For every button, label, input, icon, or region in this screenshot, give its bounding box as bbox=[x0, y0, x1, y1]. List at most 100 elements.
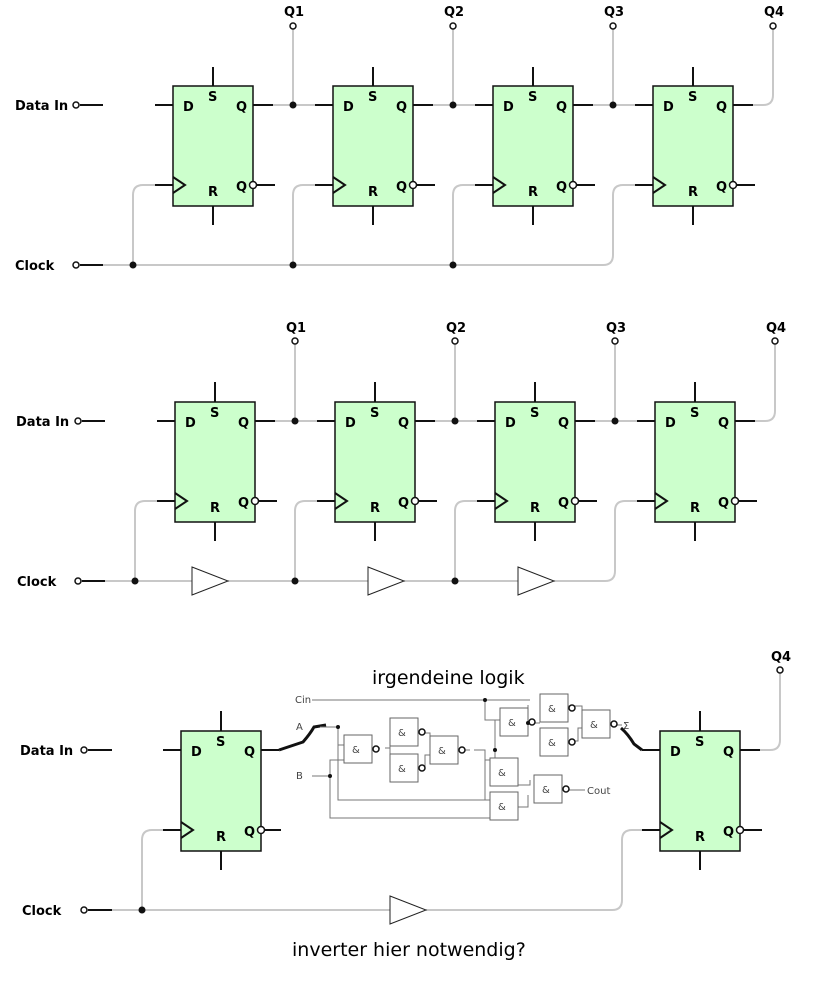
ff-d-label: D bbox=[345, 416, 356, 431]
ff-r-label: R bbox=[368, 185, 378, 200]
output-label: Q4 bbox=[771, 650, 791, 665]
ff-s-label: S bbox=[528, 90, 537, 105]
ff-r-label: R bbox=[370, 501, 380, 516]
adder-logic-block: Cin A B bbox=[295, 693, 629, 821]
row-3-logic-between-flip-flops: D S Q R Q D S Q R Q Data In Clock Q4 Cin… bbox=[20, 650, 791, 961]
ff-s-label: S bbox=[208, 90, 217, 105]
ff-qbar-label: Q bbox=[558, 496, 569, 511]
ff-d-label: D bbox=[191, 745, 202, 760]
ff-r-label: R bbox=[695, 830, 705, 845]
output-label: Q3 bbox=[606, 321, 626, 336]
buffer-symbol bbox=[517, 566, 556, 596]
ff-qbar-label: Q bbox=[718, 496, 729, 511]
clock-label: Clock bbox=[17, 575, 57, 590]
ff-q-label: Q bbox=[716, 100, 727, 115]
and-gate-symbol: & bbox=[542, 785, 550, 796]
ff-r-label: R bbox=[530, 501, 540, 516]
ff-qbar-label: Q bbox=[238, 496, 249, 511]
buffer-symbol bbox=[191, 566, 230, 596]
ff-q-label: Q bbox=[556, 100, 567, 115]
and-gate-symbol: & bbox=[590, 720, 598, 731]
ff-d-label: D bbox=[663, 100, 674, 115]
data-in-label: Data In bbox=[15, 99, 68, 114]
ff-q-label: Q bbox=[718, 416, 729, 431]
ff-s-label: S bbox=[210, 406, 219, 421]
ff-qbar-label: Q bbox=[396, 180, 407, 195]
flip-flop-4 bbox=[652, 85, 734, 207]
ff-qbar-label: Q bbox=[723, 825, 734, 840]
ff-qbar-label: Q bbox=[556, 180, 567, 195]
and-gate-symbol: & bbox=[398, 764, 406, 775]
flip-flop-1 bbox=[172, 85, 254, 207]
output-label: Q2 bbox=[446, 321, 466, 336]
ff-s-label: S bbox=[216, 735, 225, 750]
input-connection bbox=[278, 723, 327, 752]
output-label: Q1 bbox=[286, 321, 306, 336]
ff-q-label: Q bbox=[558, 416, 569, 431]
and-gate-symbol: & bbox=[548, 738, 556, 749]
flip-flop-2 bbox=[332, 85, 414, 207]
and-gate-symbol: & bbox=[548, 704, 556, 715]
ff-s-label: S bbox=[530, 406, 539, 421]
output-label: Q1 bbox=[284, 5, 304, 20]
flip-flop-input bbox=[180, 730, 262, 852]
output-label: Q4 bbox=[764, 5, 784, 20]
ff-q-label: Q bbox=[723, 745, 734, 760]
ff-r-label: R bbox=[528, 185, 538, 200]
ff-d-label: D bbox=[503, 100, 514, 115]
ff-r-label: R bbox=[688, 185, 698, 200]
ff-s-label: S bbox=[368, 90, 377, 105]
ff-qbar-label: Q bbox=[716, 180, 727, 195]
and-gate-symbol: & bbox=[438, 746, 446, 757]
ff-d-label: D bbox=[505, 416, 516, 431]
output-label: Q2 bbox=[444, 5, 464, 20]
ff-s-label: S bbox=[695, 735, 704, 750]
row-1-plain-shift-register: D S Q R Q D S Q R Q D S Q R Q D S Q R Q … bbox=[15, 5, 784, 274]
ff-d-label: D bbox=[670, 745, 681, 760]
ff-q-label: Q bbox=[244, 745, 255, 760]
buffer-symbol bbox=[389, 895, 428, 925]
data-in-label: Data In bbox=[16, 415, 69, 430]
buffer-symbol bbox=[367, 566, 406, 596]
ff-r-label: R bbox=[690, 501, 700, 516]
flip-flop-3 bbox=[494, 401, 576, 523]
logic-title: irgendeine logik bbox=[372, 667, 525, 689]
data-in-label: Data In bbox=[20, 744, 73, 759]
flip-flop-output bbox=[659, 730, 741, 852]
cout-output-label: Cout bbox=[587, 786, 610, 797]
b-input-label: B bbox=[296, 771, 303, 782]
ff-d-label: D bbox=[183, 100, 194, 115]
ff-r-label: R bbox=[208, 185, 218, 200]
flip-flop-2 bbox=[334, 401, 416, 523]
output-label: Q3 bbox=[604, 5, 624, 20]
clock-label: Clock bbox=[15, 259, 55, 274]
and-gate-symbol: & bbox=[498, 802, 506, 813]
output-label: Q4 bbox=[766, 321, 786, 336]
and-gate-symbol: & bbox=[352, 745, 360, 756]
ff-q-label: Q bbox=[396, 100, 407, 115]
clock-label: Clock bbox=[22, 904, 62, 919]
and-gate-symbol: & bbox=[498, 768, 506, 779]
ff-qbar-label: Q bbox=[244, 825, 255, 840]
ff-r-label: R bbox=[216, 830, 226, 845]
and-gate-symbol: & bbox=[508, 718, 516, 729]
flip-flop-4 bbox=[654, 401, 736, 523]
sum-output-label: Σ bbox=[623, 721, 629, 732]
ff-s-label: S bbox=[690, 406, 699, 421]
question-caption: inverter hier notwendig? bbox=[292, 939, 526, 961]
ff-d-label: D bbox=[343, 100, 354, 115]
ff-d-label: D bbox=[185, 416, 196, 431]
a-input-label: A bbox=[296, 722, 303, 733]
output-connection bbox=[620, 726, 643, 752]
flip-flop-1 bbox=[174, 401, 256, 523]
and-gate-symbol: & bbox=[398, 728, 406, 739]
ff-q-label: Q bbox=[398, 416, 409, 431]
ff-q-label: Q bbox=[238, 416, 249, 431]
ff-q-label: Q bbox=[236, 100, 247, 115]
ff-r-label: R bbox=[210, 501, 220, 516]
flip-flop-3 bbox=[492, 85, 574, 207]
ff-s-label: S bbox=[688, 90, 697, 105]
ff-s-label: S bbox=[370, 406, 379, 421]
row-2-buffered-clock-shift-register: D S Q R Q D S Q R Q D S Q R Q D S Q R Q … bbox=[16, 321, 786, 596]
